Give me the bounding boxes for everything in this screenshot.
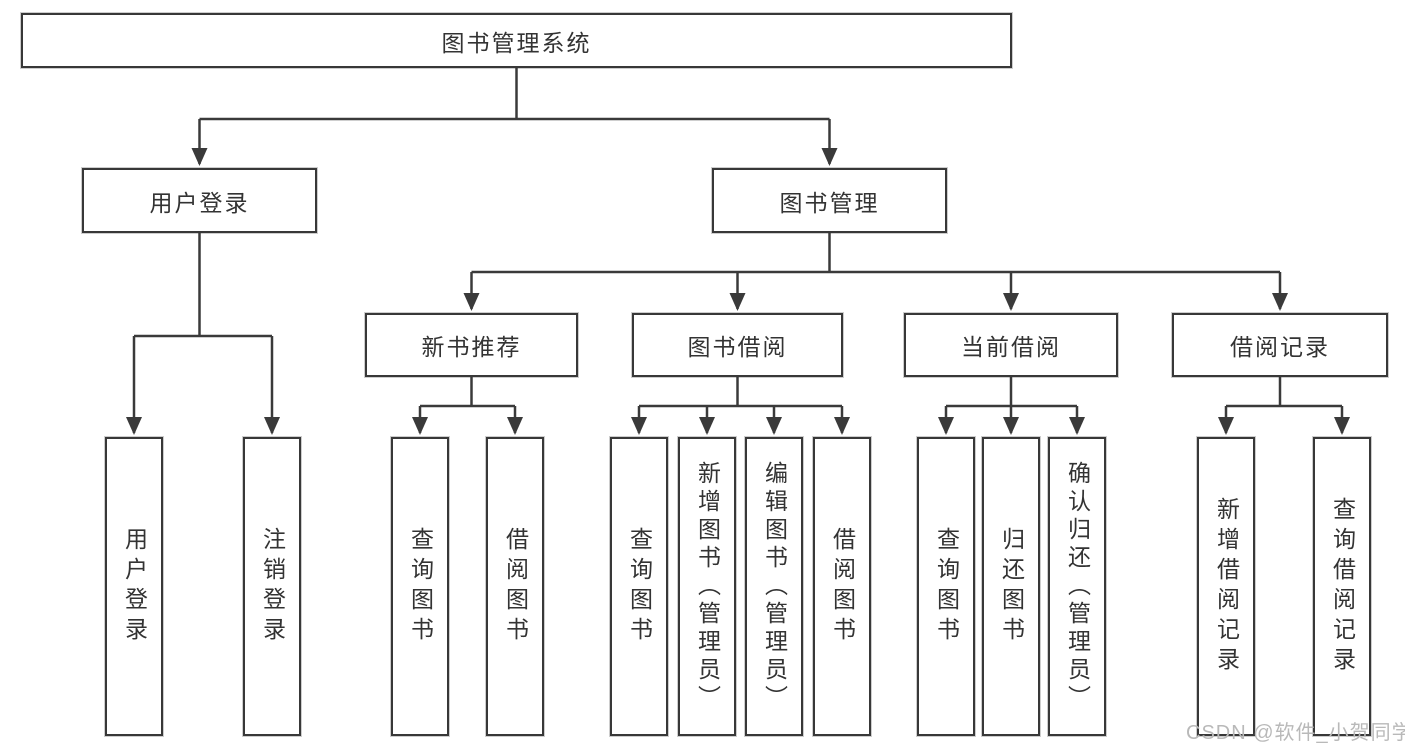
leaf-confirm-return-admin: 确认归还（管理员） (1048, 437, 1106, 736)
leaf-add-book-admin: 新增图书（管理员） (678, 437, 736, 736)
leaf-logout: 注销登录 (243, 437, 301, 736)
leaf-query-books-recommend: 查询图书 (391, 437, 449, 736)
node-current-borrow: 当前借阅 (904, 313, 1118, 377)
leaf-borrow-books: 借阅图书 (813, 437, 871, 736)
leaf-query-books-current: 查询图书 (917, 437, 975, 736)
node-new-book-recommend: 新书推荐 (365, 313, 578, 377)
node-book-management: 图书管理 (712, 168, 947, 233)
leaf-borrow-books-recommend: 借阅图书 (486, 437, 544, 736)
leaf-edit-book-admin: 编辑图书（管理员） (745, 437, 803, 736)
csdn-watermark: CSDN @软件_小贺同学 (1186, 722, 1405, 744)
leaf-query-borrow-record: 查询借阅记录 (1313, 437, 1371, 736)
leaf-add-borrow-record: 新增借阅记录 (1197, 437, 1255, 736)
leaf-user-login: 用户登录 (105, 437, 163, 736)
node-root-library-system: 图书管理系统 (21, 13, 1012, 68)
node-borrow-records: 借阅记录 (1172, 313, 1388, 377)
node-book-borrow: 图书借阅 (632, 313, 843, 377)
node-user-login: 用户登录 (82, 168, 317, 233)
leaf-return-book: 归还图书 (982, 437, 1040, 736)
leaf-query-books-borrow: 查询图书 (610, 437, 668, 736)
